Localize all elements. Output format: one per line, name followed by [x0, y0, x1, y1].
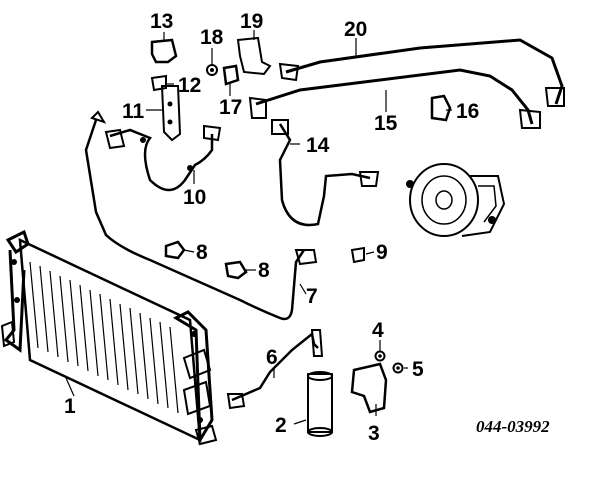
callout-6: 6	[266, 346, 278, 369]
clip-part	[150, 74, 167, 92]
callout-1: 1	[64, 395, 76, 418]
clamp-16-part	[430, 94, 452, 122]
callout-16: 16	[456, 100, 479, 123]
drier-bracket-part	[350, 362, 388, 414]
callout-13: 13	[150, 10, 173, 33]
leader-lines	[65, 30, 452, 425]
callout-10: 10	[183, 186, 206, 209]
callout-17: 17	[219, 96, 242, 119]
nut-4-part	[374, 350, 386, 362]
hose-15-part	[248, 68, 541, 129]
callout-8a: 8	[196, 241, 208, 264]
callout-12: 12	[178, 74, 201, 97]
callout-20: 20	[344, 18, 367, 41]
catalog-number: 044-03992	[476, 417, 550, 436]
clamp-part	[150, 38, 178, 64]
clamp-8b-part	[224, 260, 248, 280]
liquid-tube-part	[84, 119, 306, 321]
callout-3: 3	[368, 422, 380, 445]
callout-19: 19	[240, 10, 263, 33]
callout-15: 15	[374, 112, 398, 135]
nut-part	[206, 64, 218, 76]
callout-14: 14	[306, 134, 330, 157]
callout-2: 2	[275, 414, 287, 437]
clamp-8a-part	[164, 240, 186, 260]
clip-9-part	[350, 246, 365, 264]
callout-8b: 8	[258, 259, 270, 282]
callout-18: 18	[200, 26, 224, 49]
compressor-part	[406, 163, 506, 237]
condenser-part	[0, 229, 218, 446]
callout-11: 11	[122, 100, 145, 123]
callout-5: 5	[412, 358, 424, 381]
hose-20-part	[278, 38, 565, 107]
receiver-drier-part	[307, 371, 333, 437]
callout-9: 9	[376, 241, 388, 264]
grommet-part	[222, 64, 240, 86]
suction-hose-part	[271, 119, 380, 227]
tube-6-part	[226, 329, 324, 410]
discharge-hose-part	[104, 124, 222, 192]
bolt-5-part	[392, 362, 404, 374]
callout-4: 4	[372, 319, 384, 342]
bracket-19-part	[236, 36, 272, 76]
bracket-part	[160, 85, 182, 142]
callout-7: 7	[306, 285, 318, 308]
